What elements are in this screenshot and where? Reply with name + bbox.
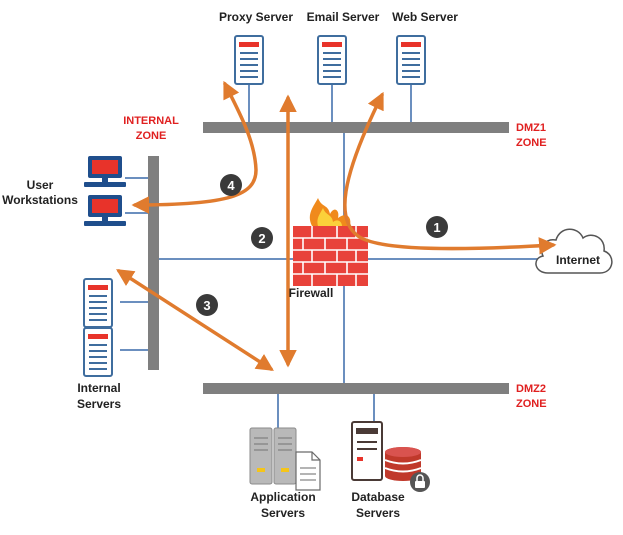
firewall-icon: [293, 198, 368, 286]
internal-servers-label-line1: Internal: [77, 381, 120, 395]
user-workstations-label-line1: User: [27, 178, 54, 192]
svg-text:3: 3: [203, 298, 210, 313]
svg-text:2: 2: [258, 231, 265, 246]
email-server-label: Email Server: [307, 10, 380, 24]
step-badge-4: 4: [220, 174, 242, 196]
dmz1-zone-label-line2: ZONE: [516, 137, 547, 149]
workstation-icon-1: [84, 156, 126, 187]
internal-zone-label-line1: INTERNAL: [123, 115, 179, 127]
svg-text:1: 1: [433, 220, 440, 235]
web-server-icon: [396, 35, 426, 85]
internal-zone-label-line2: ZONE: [136, 130, 167, 142]
flow-arrows: [116, 80, 557, 371]
dmz2-bus: [203, 383, 509, 394]
internal-servers-label-line2: Servers: [77, 397, 121, 411]
proxy-server-icon: [234, 35, 264, 85]
application-servers-label-line2: Servers: [261, 506, 305, 520]
internal-bus: [148, 156, 159, 370]
database-servers-label-line1: Database: [351, 490, 405, 504]
step-badge-3: 3: [196, 294, 218, 316]
svg-text:4: 4: [227, 178, 235, 193]
step-badge-1: 1: [426, 216, 448, 238]
internal-server-icon-1: [83, 278, 113, 328]
dmz1-zone-label-line1: DMZ1: [516, 122, 546, 134]
proxy-server-label: Proxy Server: [219, 10, 293, 24]
internal-server-icon-2: [83, 327, 113, 377]
application-servers-icon: [249, 427, 321, 491]
flow-arrow-4: [131, 80, 258, 214]
workstation-icon-2: [84, 195, 126, 226]
user-workstations-label-line2: Workstations: [2, 193, 78, 207]
dmz1-bus: [203, 122, 509, 133]
application-servers-label-line1: Application: [250, 490, 315, 504]
dmz2-zone-label-line1: DMZ2: [516, 383, 546, 395]
database-servers-icon: [351, 421, 430, 492]
web-server-label: Web Server: [392, 10, 458, 24]
flow-arrow-1: [343, 91, 557, 255]
internet-label: Internet: [556, 253, 600, 267]
firewall-label: Firewall: [289, 286, 334, 300]
flow-arrow-3: [116, 269, 274, 371]
dmz2-zone-label-line2: ZONE: [516, 398, 547, 410]
step-badge-2: 2: [251, 227, 273, 249]
database-servers-label-line2: Servers: [356, 506, 400, 520]
email-server-icon: [317, 35, 347, 85]
